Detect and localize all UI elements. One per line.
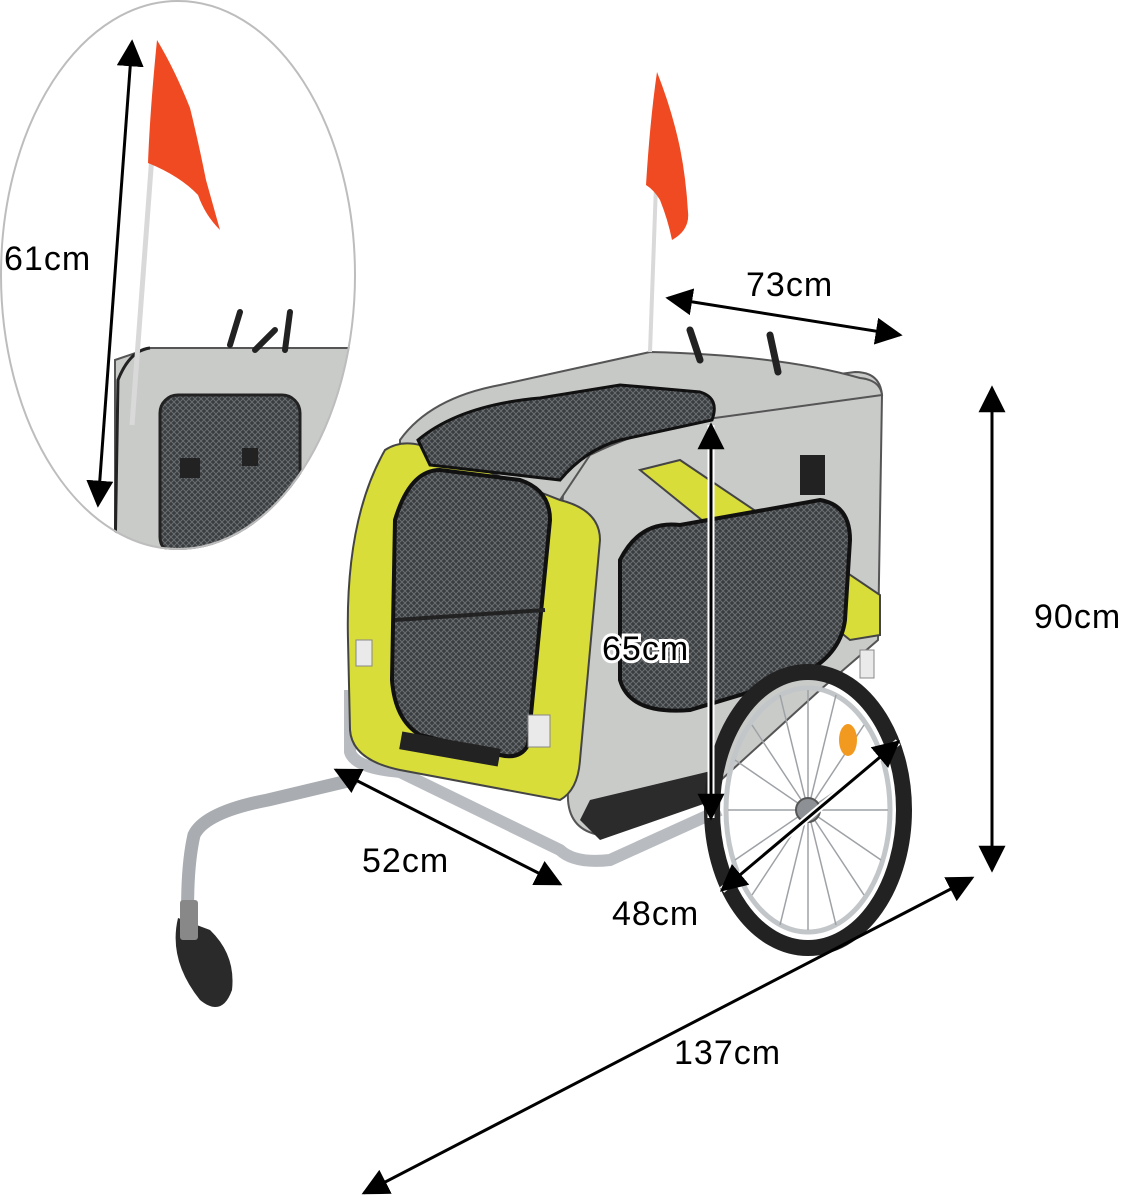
wheel-reflector — [839, 724, 857, 756]
tow-arm — [181, 773, 359, 937]
cabin-width-arrow — [333, 768, 563, 886]
cabin-height-label: 65cm — [602, 630, 689, 668]
zoom-ellipse-outline — [0, 0, 356, 550]
top-width-arrow — [665, 288, 903, 345]
flag-zoom — [148, 40, 220, 230]
total-height-label: 90cm — [1034, 598, 1121, 636]
roof-window — [416, 383, 716, 482]
side-window — [618, 497, 853, 713]
dimension-cabin-width: 52cm — [333, 768, 563, 886]
flag-main — [646, 72, 689, 240]
dimension-top-width: 73cm — [665, 266, 903, 345]
cabin-width-label: 52cm — [362, 842, 449, 880]
wheel — [704, 664, 912, 956]
flag-height-label: 61cm — [4, 240, 91, 278]
total-length-arrow — [361, 876, 975, 1195]
wheel-diameter-label: 48cm — [612, 895, 699, 933]
dimension-total-length: 137cm — [361, 876, 975, 1195]
dimension-cabin-height: 65cm — [599, 422, 725, 821]
main-flag — [646, 72, 689, 353]
total-length-label: 137cm — [674, 1034, 781, 1072]
dimension-total-height: 90cm — [978, 385, 1121, 873]
flag-height-arrow — [86, 39, 144, 508]
zoom-inset: 61cm — [0, 0, 356, 550]
top-width-label: 73cm — [746, 266, 833, 304]
